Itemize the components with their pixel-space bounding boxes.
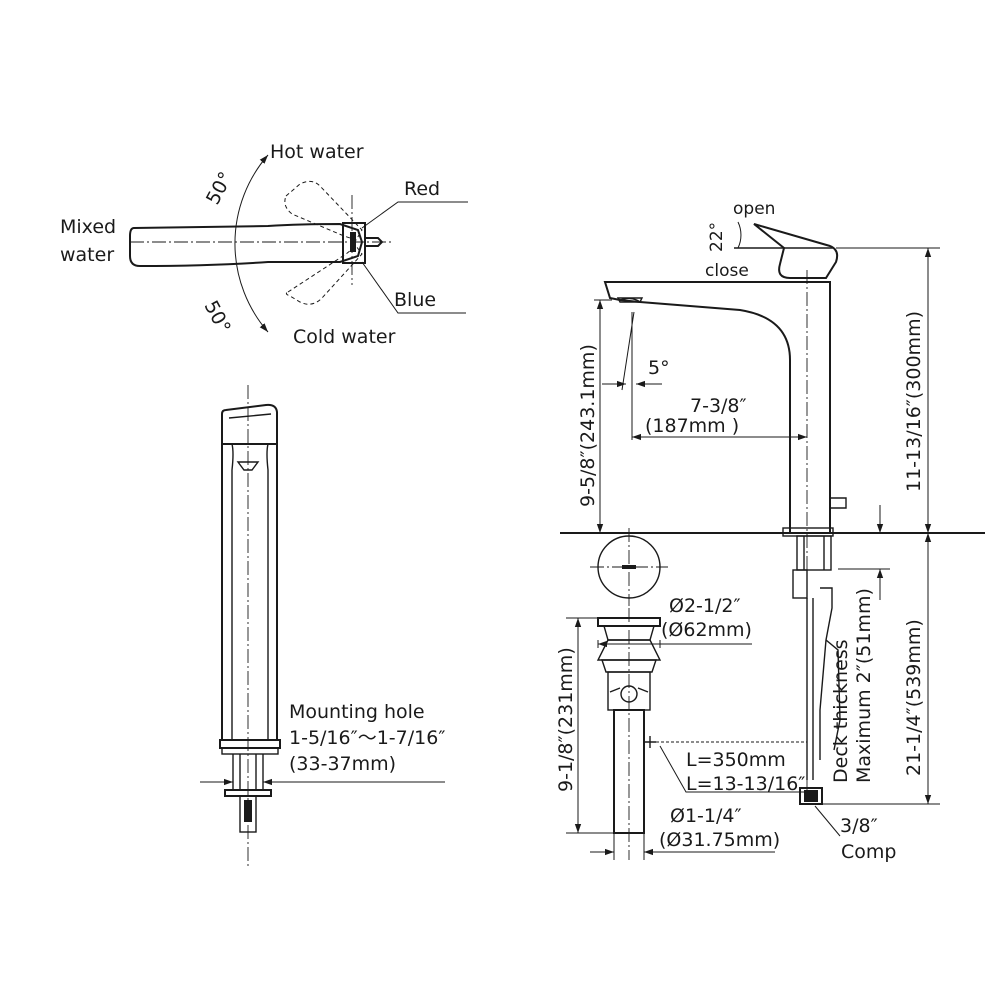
cold-water-label: Cold water xyxy=(293,326,396,348)
red-label: Red xyxy=(404,178,440,200)
mounting-hole-metric: (33-37mm) xyxy=(289,753,396,775)
mounting-hole-size: 1-5/16″～1-7/16″ xyxy=(289,727,445,749)
tilt-angle-label: 22° xyxy=(707,222,727,252)
side-handle xyxy=(753,223,839,279)
drain-top-dia-metric: (Ø62mm) xyxy=(661,619,752,641)
front-view: Mounting hole 1-5/16″～1-7/16″ (33-37mm) xyxy=(200,385,445,868)
handle-rotation-view: Hot water Cold water Mixed water Red Blu… xyxy=(60,141,468,348)
below-deck-height-label: 21-1/4″(539mm) xyxy=(903,619,925,776)
connection-type-label: Comp xyxy=(841,841,896,863)
close-label: close xyxy=(705,261,749,281)
spout-reach-label: 7-3/8″ xyxy=(690,395,747,417)
faucet-body-front xyxy=(221,443,278,741)
spout-reach-metric: (187mm ) xyxy=(645,415,739,437)
tail-dia-label: Ø1-1/4″ xyxy=(670,805,742,827)
drain-top-dia-label: Ø2-1/2″ xyxy=(669,595,741,617)
connection-size-label: 3/8″ xyxy=(840,815,878,837)
handle-cold-position xyxy=(285,245,363,305)
mixed-water-label-2: water xyxy=(60,244,114,266)
spout-height-label: 9-5/8″(243.1mm) xyxy=(577,344,599,507)
tail-dia-metric: (Ø31.75mm) xyxy=(659,829,780,851)
side-view: open close 22° 9-5/8″(243.1mm) xyxy=(560,199,985,863)
spout-angle-label: 5° xyxy=(648,357,670,379)
mixed-water-label: Mixed xyxy=(60,216,116,238)
rotation-arc xyxy=(234,154,269,333)
hot-water-label: Hot water xyxy=(270,141,364,163)
side-spout-body xyxy=(603,281,831,534)
open-label: open xyxy=(733,199,775,219)
drain-assembly: Ø2-1/2″ (Ø62mm) 9-1/8″(231mm) Ø1-1/4″ (Ø… xyxy=(555,528,807,860)
hose-length-label: L=350mm xyxy=(686,749,786,771)
hose-length-imperial: L=13-13/16″ xyxy=(686,773,805,795)
blue-label: Blue xyxy=(394,289,436,311)
cold-angle-label: 50° xyxy=(200,297,235,337)
deck-thickness-label: Deck thickness xyxy=(830,639,852,783)
handle-mixed-position xyxy=(129,222,364,268)
drain-length-label: 9-1/8″(231mm) xyxy=(555,647,577,792)
mounting-hole-label: Mounting hole xyxy=(289,701,425,723)
hot-angle-label: 50° xyxy=(202,168,237,208)
handle-hot-position xyxy=(284,180,363,241)
total-height-label: 11-13/16″(300mm) xyxy=(903,311,925,492)
deck-thickness-max: Maximum 2″(51mm) xyxy=(853,588,875,783)
